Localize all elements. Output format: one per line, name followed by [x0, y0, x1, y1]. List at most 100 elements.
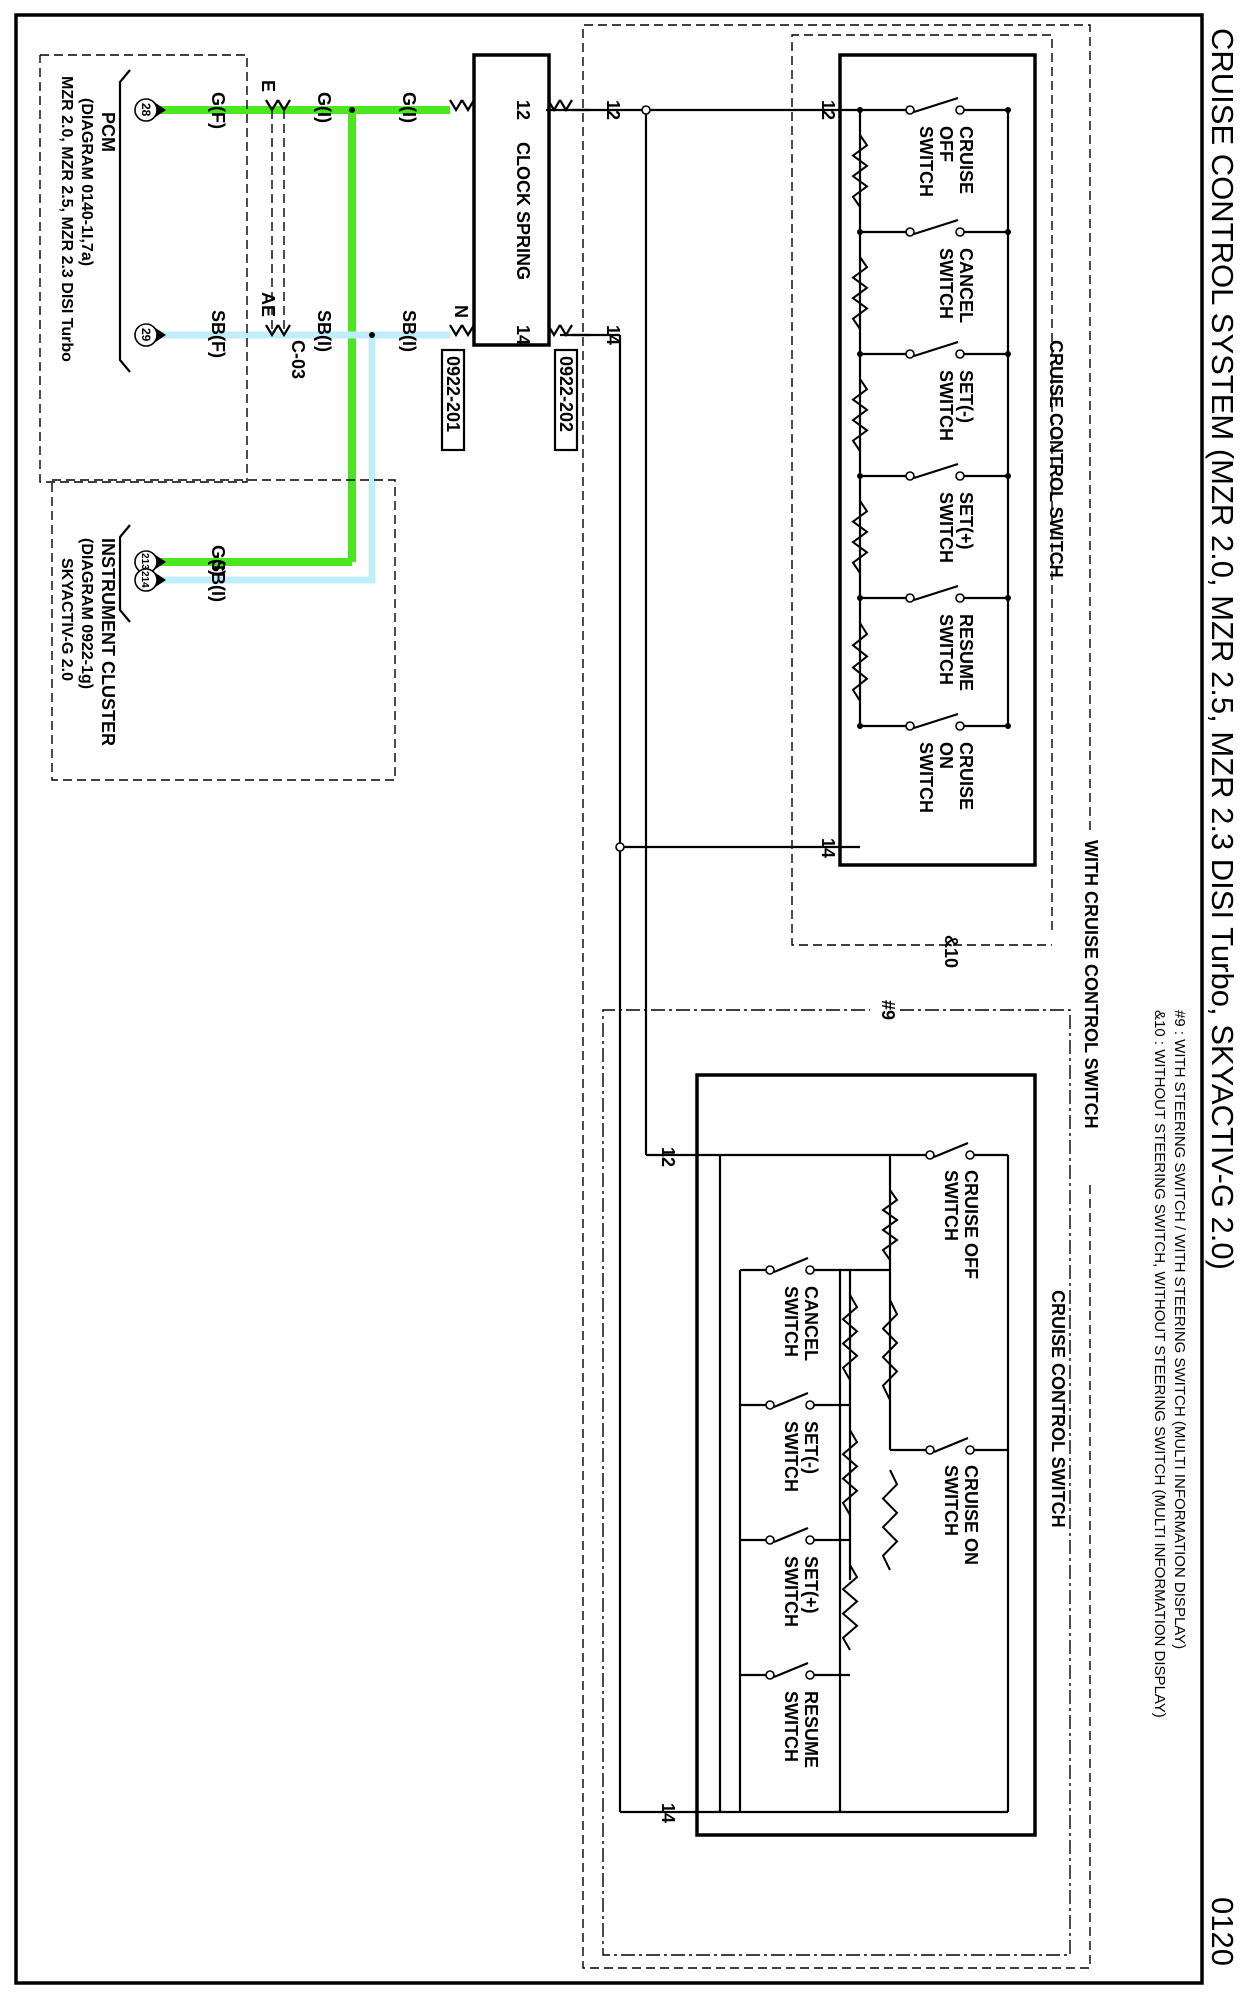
cluster-bracket [118, 524, 131, 623]
v9-cruise-on-contact-a [925, 1445, 935, 1455]
v9-switch-3-contact-a [765, 1670, 775, 1680]
v10-switch-label-2-0: SET(-) [956, 370, 976, 423]
variant10-switch-box [838, 53, 1037, 867]
green-junction [349, 107, 355, 113]
variant10-title: CRUISE CONTROL SWITCH [1046, 340, 1066, 578]
v9-switch-2-blade [773, 1526, 809, 1544]
v9-resistor-mid [881, 1299, 899, 1401]
v9-resistor-on [881, 1469, 899, 1571]
clock-spring-box [472, 53, 551, 347]
v10-switch-label-0-1: OFF [936, 126, 956, 162]
v9-inner-resistor-2 [841, 1564, 859, 1651]
v10-switch-label-5-1: ON [936, 742, 956, 769]
v10-switch-label-5-0: CRUISE [956, 742, 976, 810]
v9-pin-12: 12 [658, 1147, 678, 1167]
v9-switch-label-3-1: SWITCH [781, 1691, 801, 1762]
label-sb-f: SB(F) [208, 310, 228, 358]
variant9-switch-box [695, 1073, 1037, 1837]
v10-switch-label-1-1: SWITCH [936, 248, 956, 319]
v9-cruise-on-contact-b [965, 1445, 975, 1455]
v9-switch-label-1-0: SET(-) [801, 1421, 821, 1474]
v9-switch-1-contact-b [805, 1400, 815, 1410]
v10-switch-3-contact-b [955, 471, 965, 481]
v9-switch-0-contact-a [765, 1265, 775, 1275]
v9-cruise-off-contact-a [925, 1150, 935, 1160]
cluster-pin-214-circle [134, 568, 158, 592]
wire-sb-cluster [148, 335, 376, 584]
v10-switch-5-contact-b [955, 721, 965, 731]
label-sb-i-3: SB(I) [208, 560, 228, 602]
v10-resistor-0 [851, 134, 869, 208]
v10-resistor-4 [851, 622, 869, 702]
v10-switch-label-0-2: SWITCH [916, 126, 936, 197]
cluster-name: INSTRUMENT CLUSTER [98, 538, 118, 746]
v9-inner-resistor-0 [841, 1294, 859, 1381]
v10-resistor-3 [851, 500, 869, 574]
v9-resistor-off [881, 1189, 899, 1261]
v10-switch-label-3-1: SWITCH [936, 492, 956, 563]
page-number: 0120 [1205, 1897, 1240, 1966]
pcm-frame [39, 54, 248, 483]
junction-14 [615, 842, 625, 852]
label-sb-i-2: SB(I) [314, 310, 334, 352]
v9-cruise-off-blade [933, 1141, 969, 1159]
label-sb-i-1: SB(I) [399, 310, 419, 352]
note-9: #9 : WITH STEERING SWITCH / WITH STEERIN… [1171, 1010, 1188, 1649]
connector-n: N [451, 305, 471, 318]
connector-e-ae-link [271, 110, 285, 335]
v9-switch-label-0-1: SWITCH [781, 1286, 801, 1357]
pcm-pin-29: 29 [139, 328, 153, 342]
cs-right-connector [547, 99, 573, 338]
v10-resistor-2 [851, 378, 869, 452]
clock-spring-pin-12: 12 [513, 100, 533, 120]
cluster-pin-213: 213 [139, 553, 150, 570]
v10-switch-label-5-2: SWITCH [916, 742, 936, 813]
pcm-pin-28: 28 [139, 103, 153, 117]
v10-switch-1-contact-b [955, 227, 965, 237]
v9-switch-3-blade [773, 1661, 809, 1679]
v9-switch-label-1-1: SWITCH [781, 1421, 801, 1492]
v9-cruise-off-label-0: CRUISE OFF [961, 1170, 981, 1279]
v9-switch-2-contact-a [765, 1535, 775, 1545]
v10-switch-3-contact-a [905, 471, 915, 481]
ref-upper: 0922-202 [556, 356, 576, 432]
variant9-title: CRUISE CONTROL SWITCH [1048, 1290, 1068, 1528]
v10-switch-label-0-0: CRUISE [956, 126, 976, 194]
v9-cruise-off-label-1: SWITCH [941, 1170, 961, 1241]
cluster-pin-214: 214 [139, 571, 150, 588]
cluster-frame [51, 479, 396, 781]
label-conn-ae: AE [258, 292, 278, 317]
v9-switch-1-contact-a [765, 1400, 775, 1410]
v10-switch-0-contact-b [955, 105, 965, 115]
cluster-diagram: (DIAGRAM 0922-1g) [78, 538, 95, 689]
v10-switch-2-contact-a [905, 349, 915, 359]
v9-switch-label-3-0: RESUME [801, 1691, 821, 1768]
v10-switch-2-contact-b [955, 349, 965, 359]
v10-switch-3-blade [913, 462, 959, 480]
variant10-frame [791, 34, 1053, 946]
pcm-models: MZR 2.0, MZR 2.5, MZR 2.3 DISI Turbo [58, 76, 75, 362]
v9-switch-3-contact-b [805, 1670, 815, 1680]
v9-switch-2-contact-b [805, 1535, 815, 1545]
v10-resistor-1 [851, 256, 869, 330]
pcm-bracket [118, 69, 131, 373]
clock-spring-pin-14: 14 [513, 325, 533, 345]
v9-switch-0-contact-b [805, 1265, 815, 1275]
ref-upper-box [553, 348, 579, 452]
cs-out-pin-12: 12 [603, 100, 623, 120]
v9-cruise-on-label-0: CRUISE ON [961, 1465, 981, 1565]
v9-switch-label-2-0: SET(+) [801, 1556, 821, 1614]
v10-switch-4-contact-b [955, 593, 965, 603]
label-g-f: G(F) [208, 92, 228, 129]
pcm-pin-29-circle [134, 323, 158, 347]
v10-switch-label-3-0: SET(+) [956, 492, 976, 550]
with-cruise-label: WITH CRUISE CONTROL SWITCH [1081, 840, 1101, 1129]
cs-left-connector [449, 99, 475, 338]
v10-switch-0-contact-a [905, 105, 915, 115]
ref-lower-box [440, 348, 466, 452]
page-frame [14, 13, 1204, 1985]
cluster-models: SKYACTIV-G 2.0 [58, 558, 75, 681]
v10-switch-label-1-0: CANCEL [956, 248, 976, 323]
label-g-i-3: G(I) [208, 545, 228, 576]
